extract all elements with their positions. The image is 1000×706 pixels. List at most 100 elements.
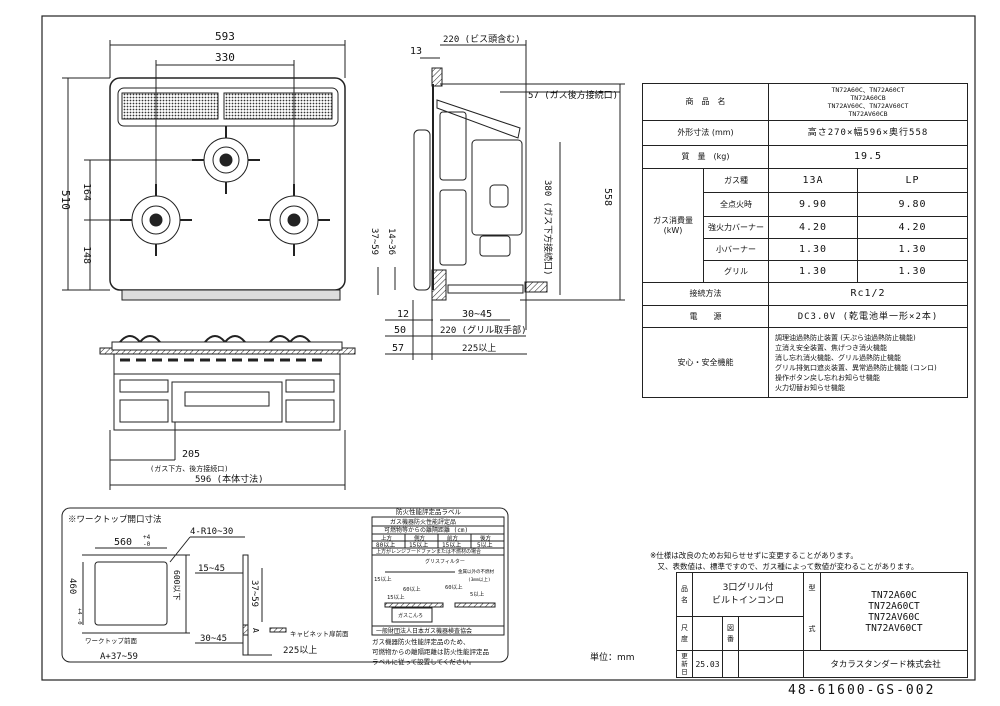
safety-label: 安心・安全機能 [642, 327, 769, 398]
cabinet-label: キャビネット扉前面 [290, 629, 349, 638]
safety-item: 操作ボタン戻し忘れお知らせ機能 [775, 373, 880, 382]
scale-value [692, 616, 723, 651]
safety-item: 消し忘れ消火機能、グリル過熱防止機能 [775, 353, 901, 362]
unit-label: 単位：mm [590, 653, 635, 663]
dim-12: 12 [397, 309, 409, 320]
top-view [62, 40, 346, 301]
table-row: 小バーナー 1.30 1.30 [643, 238, 969, 261]
svg-text:ガス機器防火性能評定品: ガス機器防火性能評定品 [390, 518, 456, 526]
power-value: DC3.0V (乾電池単一形×2本) [767, 305, 969, 328]
dim-380: 380 (ガス下方接続口) [542, 180, 554, 276]
dim-148: 148 [81, 246, 92, 264]
type-label-2: 式 [808, 625, 816, 633]
svg-text:防火性能評定品ラベル: 防火性能評定品ラベル [396, 507, 462, 516]
tol-460: +4 -0 [76, 608, 82, 625]
svg-text:5以上: 5以上 [477, 541, 493, 549]
table-row: 全点火時 9.90 9.80 [643, 192, 969, 217]
dimensions-label: 外形寸法 (mm) [642, 120, 769, 146]
dim-596: 596 (本体寸法) [195, 473, 264, 485]
safety-item: 火力切替お知らせ機能 [775, 383, 845, 392]
dim-164: 164 [81, 183, 92, 201]
product-name: 3口グリル付 ビルトインコンロ [691, 572, 805, 617]
gas-consumption-label: ガス消費量 (kW) [642, 168, 704, 283]
safety-item: グリル排気口遮炎装置、異常過熱防止機能 (コンロ) [775, 363, 937, 372]
gas-type-label: ガス種 [703, 168, 769, 193]
product-models: TN72A60C、TN72A60CT TN72A60CB TN72AV60C、T… [767, 83, 969, 121]
worktop-drawing [82, 536, 287, 656]
dim-13: 13 [410, 46, 422, 57]
drawing-label: 図 番 [722, 616, 739, 651]
product-name-line: 3口グリル付 [722, 582, 774, 593]
drawing-value [737, 616, 805, 651]
dim-radius: 4-R10~30 [190, 527, 233, 537]
dim-510: 510 [59, 190, 72, 210]
weight-label: 質 量 (kg) [642, 145, 769, 169]
svg-text:一般財団法人日本ガス機器検査協会: 一般財団法人日本ガス機器検査協会 [376, 627, 472, 635]
product-name-line: ビルトインコンロ [712, 595, 785, 606]
type-model: TN72A60C [871, 589, 917, 601]
note-line: 又、表数値は、標準ですので、ガス種によって数値が変わることがあります。 [650, 562, 919, 571]
dim-593: 593 [215, 30, 235, 43]
gas-type-lp: LP [856, 168, 969, 193]
value-lp: 1.30 [856, 260, 969, 283]
power-label: 電 源 [642, 305, 769, 328]
value-13a: 1.30 [768, 238, 858, 261]
svg-text:60以上: 60以上 [445, 583, 463, 591]
dim-330: 330 [215, 51, 235, 64]
dim-225: 225以上 [462, 343, 496, 354]
svg-text:5以上: 5以上 [470, 590, 485, 598]
note-line: ※仕様は改良のためお知らせせずに変更することがあります。 [650, 551, 858, 560]
worktop-title: ※ワークトップ開口寸法 [68, 514, 162, 525]
type-label-1: 型 [808, 584, 816, 592]
svg-text:金属以外の不燃材: 金属以外の不燃材 [458, 568, 494, 575]
tol-560-minus: -0 [143, 541, 151, 548]
model-line: TN72AV60CB [848, 110, 888, 118]
svg-text:可燃物からの離隔距離は防火性能評定品: 可燃物からの離隔距離は防火性能評定品 [372, 647, 489, 656]
dim-460: 460 [67, 578, 77, 594]
dim-220-screw: 220 (ビス頭含む) [443, 33, 521, 45]
dim-220-grill: 220 (グリル取手部) [440, 324, 527, 336]
dim-a: A+37~59 [100, 652, 138, 662]
blank-cell [737, 650, 805, 678]
name-label: 品 名 [676, 572, 693, 617]
svg-text:ガス機器防火性能評定品のため、: ガス機器防火性能評定品のため、 [372, 637, 470, 646]
blank-cell [722, 650, 739, 678]
row-label: 強火力バーナー [703, 216, 769, 239]
side-view [377, 40, 625, 360]
dimensions-value: 高さ270×幅596×奥行558 [767, 120, 969, 146]
svg-text:15以上: 15以上 [374, 575, 392, 583]
type-label: 型 式 [803, 572, 822, 651]
dim-30-45-worktop: 30~45 [200, 634, 227, 644]
type-model: TN72AV60CT [865, 622, 923, 634]
spec-notes: ※仕様は改良のためお知らせせずに変更することがあります。 又、表数値は、標準です… [650, 550, 918, 572]
svg-text:前方: 前方 [447, 534, 459, 542]
type-model: TN72A60CT [868, 600, 920, 612]
dim-558: 558 [602, 188, 613, 206]
model-line: TN72A60C、TN72A60CT [831, 86, 905, 94]
dim-37-59: 37~59 [369, 228, 379, 255]
spec-table: 商 品 名 TN72A60C、TN72A60CT TN72A60CB TN72A… [642, 83, 969, 398]
dim-560: 560 [114, 537, 132, 548]
table-row: グリル 1.30 1.30 [643, 260, 969, 283]
updated-label: 更 新 日 [676, 650, 693, 678]
worktop-front-label: ワークトップ前面 [85, 636, 138, 645]
svg-text:60以上: 60以上 [403, 585, 421, 593]
value-13a: 9.90 [768, 192, 858, 217]
row-label: 全点火時 [703, 192, 769, 217]
svg-text:15以上: 15以上 [409, 541, 428, 549]
svg-text:15以上: 15以上 [387, 593, 405, 601]
type-model: TN72AV60C [868, 611, 920, 623]
model-line: TN72AV60C、TN72AV60CT [827, 102, 909, 110]
safety-item: 立消え安全装置、焦げつき消火機能 [775, 343, 887, 352]
dim-50: 50 [394, 325, 406, 336]
dim-57: 57 [392, 343, 404, 354]
updated-value: 25.03 [692, 650, 723, 678]
dim-a-letter: A [251, 628, 260, 633]
value-lp: 9.80 [856, 192, 969, 217]
connection-label: 接続方法 [642, 282, 769, 306]
dim-37-59-worktop: 37~59 [249, 580, 259, 607]
gas-type-13a: 13A [768, 168, 858, 193]
front-view [99, 335, 356, 490]
dim-205: 205 [182, 449, 200, 460]
